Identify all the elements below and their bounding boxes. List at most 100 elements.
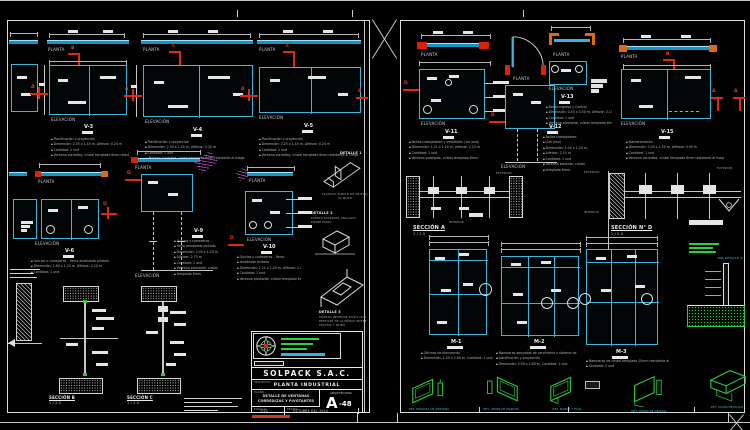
window-code: V-3 (84, 124, 94, 130)
dim-tag (463, 283, 473, 286)
mullion-section (162, 302, 164, 376)
section-label: SECCIÓN N° D (611, 225, 653, 231)
concrete-block (141, 286, 177, 302)
company-row: SOLPACK S.A.C. (252, 367, 362, 380)
spec-list: Planificación y proyección Dimensión: 2.… (51, 137, 129, 159)
code-underline (302, 130, 313, 133)
door-swing-icon (511, 36, 544, 68)
rail (430, 294, 488, 295)
dim-tag (517, 321, 527, 324)
mullion (528, 257, 529, 337)
green-detail-caption: DET. CAJÓN METÁLICO (710, 406, 744, 409)
bottom-tick (357, 413, 358, 423)
code-underline (443, 136, 454, 139)
escala-label: ESCALA: (254, 407, 268, 411)
elevacion-label: ELEVACIÓN (35, 241, 60, 246)
dim-tag (639, 105, 653, 108)
dim-tag (531, 101, 541, 104)
elevacion-label: ELEVACIÓN (135, 273, 160, 278)
section-marker-letter: A (734, 89, 738, 94)
section-scale: 1 / 2.5 (127, 401, 140, 405)
callout-circle (479, 283, 492, 296)
section-marker-letter: A (31, 85, 35, 90)
mullion (667, 70, 668, 120)
dim-tag (78, 206, 88, 209)
mampara-code: M-2 (534, 339, 545, 345)
dimension-line (247, 166, 295, 171)
window-plan-bar (9, 172, 27, 176)
dim-tag (68, 30, 78, 33)
dim-tag (561, 69, 571, 72)
section-marker (293, 51, 295, 77)
plan-end-block (131, 157, 138, 163)
step-detail (21, 225, 30, 228)
dim-tag (131, 85, 137, 88)
detail-label: DETALLE 1 (340, 151, 362, 155)
window-code: V-10 (263, 244, 276, 250)
planta-label: PLANTA (249, 178, 266, 183)
dim-tag (148, 181, 158, 184)
logo-box (253, 333, 341, 359)
dimension-line (623, 38, 711, 43)
callout-tag (170, 311, 186, 314)
callout-tag (298, 197, 312, 200)
dim-tag (283, 30, 293, 33)
concrete-block (59, 378, 103, 394)
window-code: V-12 (549, 124, 562, 130)
section-marker-letter: A (358, 89, 362, 94)
cyan-leader (705, 295, 721, 296)
section-marker-letter: B (666, 52, 670, 57)
callout-circle (84, 225, 93, 234)
title-block: SOLPACK S.A.C. PROYECTO PLANTA INDUSTRIA… (251, 331, 363, 415)
border-tick (568, 407, 569, 413)
dimension-line (623, 64, 711, 69)
planta-label: PLANTA (48, 47, 65, 52)
plan-end-block (35, 171, 41, 177)
planta-label: PLANTA (513, 76, 530, 81)
callout-circle (46, 225, 55, 234)
window-code: V-15 (661, 129, 674, 135)
window-elevation (11, 64, 38, 112)
revision-tab (254, 361, 284, 366)
leader-line (8, 343, 42, 344)
section-marker-letter: B (71, 46, 75, 51)
detail-1-isometric-icon (323, 162, 361, 188)
section-marker-letter: D (404, 81, 408, 86)
arrow-head (8, 339, 15, 347)
section-marker (403, 89, 419, 91)
code-underline (82, 131, 93, 134)
post-line (461, 176, 462, 218)
code-underline (547, 131, 558, 134)
section-marker (38, 87, 40, 99)
code-underline (447, 346, 463, 349)
border-tick (479, 407, 480, 413)
escala-fecha-row: ESCALA: 1/25 FECHA: OCTUBRE DEL 2014 (252, 406, 328, 415)
planta-label: PLANTA (621, 54, 638, 59)
section-scale: 1 / 2.5 (611, 232, 624, 236)
section-marker-letter: D (230, 236, 234, 241)
spec-list: Baños trabajadores (1er piso) Dimensión:… (543, 135, 597, 173)
code-underline (63, 255, 74, 258)
plan-end-block (505, 65, 510, 75)
mullion (71, 200, 72, 240)
hidden-line (517, 129, 518, 161)
dimension-line (143, 33, 251, 38)
concrete-block (509, 176, 523, 218)
elevacion-label: ELEVACIÓN (145, 119, 170, 124)
dim-tag (154, 81, 164, 84)
callout-tag (166, 363, 176, 366)
bolt-joint (703, 185, 716, 194)
rail (587, 302, 659, 303)
green-detail-caption: DET. MARCO Y HOJA (552, 408, 582, 411)
dim-tag (270, 211, 280, 214)
callout-tag (92, 351, 108, 354)
dim-tag (459, 207, 469, 210)
top-tick (352, 10, 353, 17)
code-underline (530, 346, 546, 349)
exterior-label: EXTERIOR (717, 166, 733, 170)
elevacion-label: ELEVACIÓN (549, 86, 574, 91)
dimension-line (429, 235, 489, 240)
step-detail (591, 89, 599, 93)
planta-label: PLANTA (421, 52, 438, 57)
hidden-line (537, 129, 538, 161)
